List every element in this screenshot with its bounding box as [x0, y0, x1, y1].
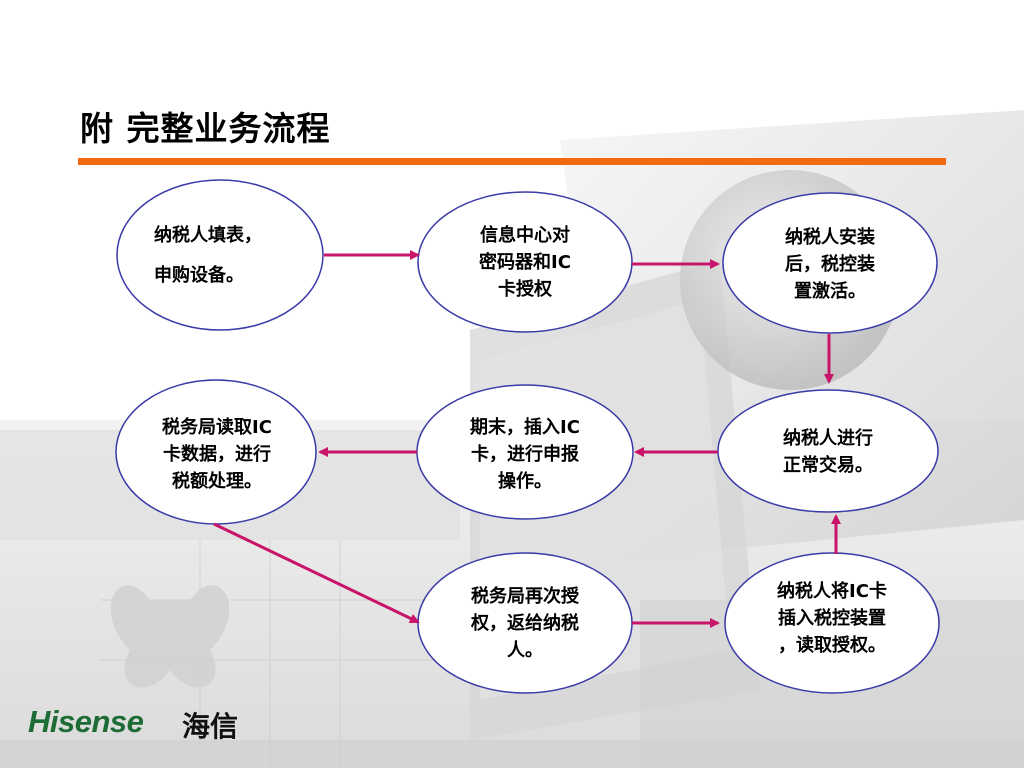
arrow-process-to-reauthorize [213, 522, 420, 624]
node-apply-label: 纳税人填表， 申购设备。 [154, 225, 262, 286]
node-install-label: 纳税人安装 后，税控装 置激活。 [785, 226, 875, 302]
node-declare-label: 期末，插入IC 卡，进行申报 操作。 [470, 416, 580, 492]
hisense-logo-cn: 海信 [182, 710, 239, 743]
node-authorize-label: 信息中心对 密码器和IC 卡授权 [479, 224, 571, 300]
node-authorize-ellipse [417, 191, 633, 333]
node-read-auth-ellipse [724, 552, 940, 694]
node-apply-ellipse [116, 179, 324, 331]
node-read-auth-label: 纳税人将IC卡 插入税控装置 ，读取授权。 [777, 580, 887, 656]
page-title: 附 完整业务流程 [80, 109, 331, 148]
node-process-label: 税务局读取IC 卡数据，进行 税额处理。 [162, 416, 272, 492]
node-install-ellipse [722, 192, 938, 334]
hisense-logo: Hisense [28, 704, 144, 739]
title-underline [78, 158, 946, 165]
node-reauthorize-label: 税务局再次授 权，返给纳税 人。 [471, 585, 579, 661]
node-trade-label: 纳税人进行 正常交易。 [783, 428, 873, 476]
